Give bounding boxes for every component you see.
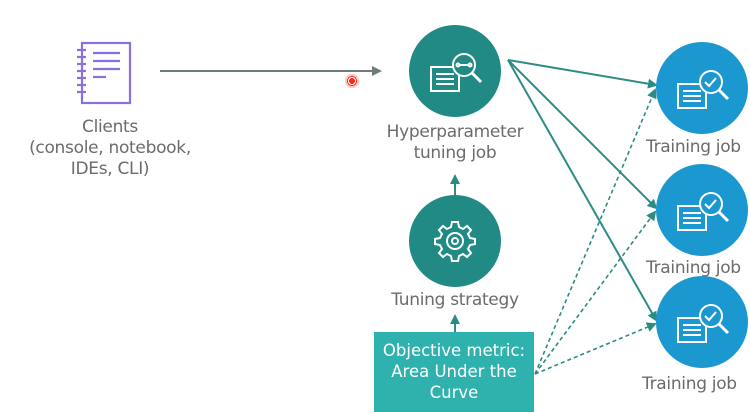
edge-tuning-job-to-training-job-2 bbox=[507, 59, 658, 210]
document-magnifier-check-icon bbox=[677, 192, 730, 231]
training-job-label-1: Training job bbox=[646, 137, 741, 157]
tuning-strategy-node[interactable] bbox=[409, 195, 501, 287]
tuning-job-label-line-1: Hyperparameter bbox=[386, 122, 524, 142]
training-job-node-1[interactable] bbox=[656, 42, 748, 134]
tuning-strategy-label-line-1: Tuning strategy bbox=[391, 290, 519, 310]
clients-label: Clients (console, notebook, IDEs, CLI) bbox=[10, 117, 210, 180]
tuning-job-label: Hyperparameter tuning job bbox=[370, 122, 540, 164]
clients-label-line-1: Clients bbox=[82, 117, 138, 137]
tuning-job-label-line-2: tuning job bbox=[413, 143, 497, 163]
objective-metric-line-3: Curve bbox=[429, 383, 479, 402]
cursor-indicator bbox=[345, 74, 359, 88]
edge-tuning-job-to-training-job-1 bbox=[507, 59, 658, 89]
tuning-strategy-label: Tuning strategy bbox=[370, 290, 540, 311]
edge-metric-to-training-job-3 bbox=[534, 322, 657, 375]
training-job-label-3: Training job bbox=[642, 374, 737, 394]
edge-metric-to-training-job-1 bbox=[534, 88, 657, 375]
objective-metric-box[interactable]: Objective metric: Area Under the Curve bbox=[374, 332, 534, 412]
gear-icon bbox=[434, 221, 476, 262]
training-job-node-3[interactable] bbox=[656, 276, 748, 368]
tuning-job-node[interactable] bbox=[409, 25, 501, 117]
objective-metric-line-1: Objective metric: bbox=[382, 341, 526, 360]
training-job-label-2: Training job bbox=[646, 258, 741, 278]
edge-metric-to-training-job-2 bbox=[534, 210, 657, 375]
document-magnifier-check-icon bbox=[677, 70, 730, 109]
objective-metric-line-2: Area Under the bbox=[391, 362, 517, 381]
edge-tuning-job-to-training-job-3 bbox=[507, 59, 657, 322]
training-job-node-2[interactable] bbox=[656, 164, 748, 256]
notebook-icon bbox=[77, 41, 132, 105]
clients-label-line-2: (console, notebook, bbox=[29, 138, 191, 158]
document-magnifier-check-icon bbox=[677, 304, 730, 343]
document-magnifier-wrench-icon bbox=[430, 53, 483, 92]
clients-label-line-3: IDEs, CLI) bbox=[70, 159, 150, 179]
